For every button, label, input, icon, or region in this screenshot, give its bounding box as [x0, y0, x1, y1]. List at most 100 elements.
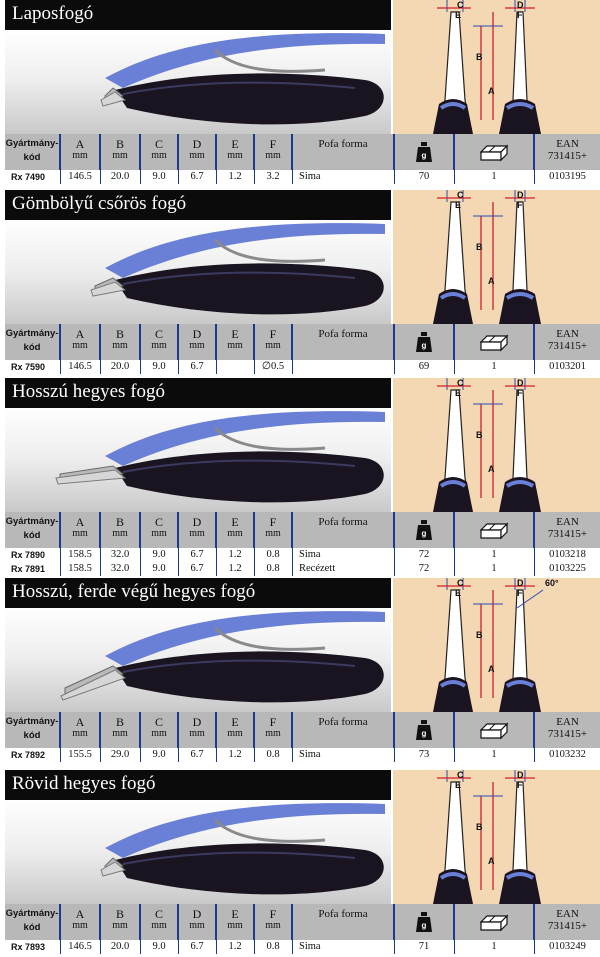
column-separator — [253, 324, 255, 360]
cell-code: Rx 7590 — [11, 362, 46, 372]
diagram-label-e: E — [455, 388, 462, 398]
column-separator — [534, 170, 535, 184]
package-icon — [479, 720, 509, 745]
cell-jaw: Sima — [299, 171, 321, 182]
column-separator — [59, 134, 61, 170]
cell-f: 0.8 — [266, 941, 280, 952]
weight-icon: g — [416, 332, 432, 352]
diagram-label-e: E — [455, 200, 462, 210]
column-separator — [215, 324, 217, 360]
column-separator — [453, 512, 455, 548]
column-separator — [454, 170, 455, 184]
cell-qty: 1 — [491, 563, 497, 574]
header-unit: mm — [189, 150, 205, 161]
weight-icon: g — [416, 142, 432, 162]
header-letter: F — [269, 327, 277, 341]
column-separator — [291, 712, 293, 748]
column-separator — [100, 170, 101, 184]
column-separator — [453, 712, 455, 748]
cell-d: 6.7 — [190, 563, 204, 574]
header-letter: E — [231, 715, 239, 729]
cell-ean: 0103195 — [549, 171, 586, 182]
column-separator — [533, 134, 535, 170]
header-jaw: Pofa forma — [318, 716, 368, 728]
package-icon — [479, 520, 509, 545]
dimension-diagram — [433, 0, 541, 134]
diagram-label-f: F — [517, 388, 523, 398]
cell-a: 146.5 — [68, 171, 92, 182]
cell-a: 158.5 — [68, 549, 92, 560]
cell-jaw — [293, 360, 393, 374]
column-separator — [216, 940, 217, 954]
header-unit: mm — [112, 150, 128, 161]
header-jaw: Pofa forma — [318, 328, 368, 340]
column-separator — [215, 512, 217, 548]
cell-weight: 70 — [418, 171, 430, 182]
dimension-diagram — [433, 190, 541, 324]
header-unit: mm — [151, 920, 167, 931]
cell-code: Rx 7891 — [11, 564, 46, 574]
cell-ean: 0103249 — [549, 941, 586, 952]
diagram-label-a: A — [488, 856, 495, 866]
column-separator — [178, 748, 179, 762]
column-separator — [59, 512, 61, 548]
column-separator — [254, 940, 255, 954]
header-ean-prefix: 731415+ — [547, 528, 588, 540]
diagram-label-e: E — [455, 780, 462, 790]
column-separator — [534, 562, 535, 576]
header-letter: C — [154, 515, 163, 529]
cell-e: 1.2 — [228, 563, 242, 574]
column-separator — [292, 940, 293, 954]
column-separator — [292, 562, 293, 576]
column-separator — [100, 748, 101, 762]
cell-jaw: Recézett — [299, 563, 336, 574]
diagram-label-a: A — [488, 86, 495, 96]
column-separator — [394, 562, 395, 576]
header-unit: mm — [227, 728, 243, 739]
column-separator — [453, 134, 455, 170]
header-letter: D — [192, 327, 202, 341]
header-unit: mm — [227, 340, 243, 351]
cell-c: 9.0 — [152, 549, 166, 560]
column-separator — [253, 512, 255, 548]
column-separator — [454, 548, 455, 562]
diagram-label-d: D — [517, 578, 524, 588]
column-separator — [216, 170, 217, 184]
diagram-label-b: B — [476, 822, 483, 832]
column-separator — [60, 562, 61, 576]
header-code: Gyártmány-kód — [5, 516, 59, 541]
cell-weight: 72 — [418, 549, 430, 560]
header-ean: EAN — [556, 138, 579, 150]
cell-code: Rx 7893 — [11, 942, 46, 952]
diagram-label-d: D — [517, 770, 524, 780]
cell-b: 20.0 — [110, 361, 130, 372]
dimension-diagram — [433, 770, 541, 904]
dimension-diagram — [433, 578, 544, 712]
column-separator — [533, 324, 535, 360]
header-letter: C — [154, 137, 163, 151]
header-letter: C — [154, 715, 163, 729]
column-separator — [177, 134, 179, 170]
cell-f: 0.8 — [266, 563, 280, 574]
column-separator — [99, 512, 101, 548]
column-separator — [100, 940, 101, 954]
column-separator — [291, 324, 293, 360]
